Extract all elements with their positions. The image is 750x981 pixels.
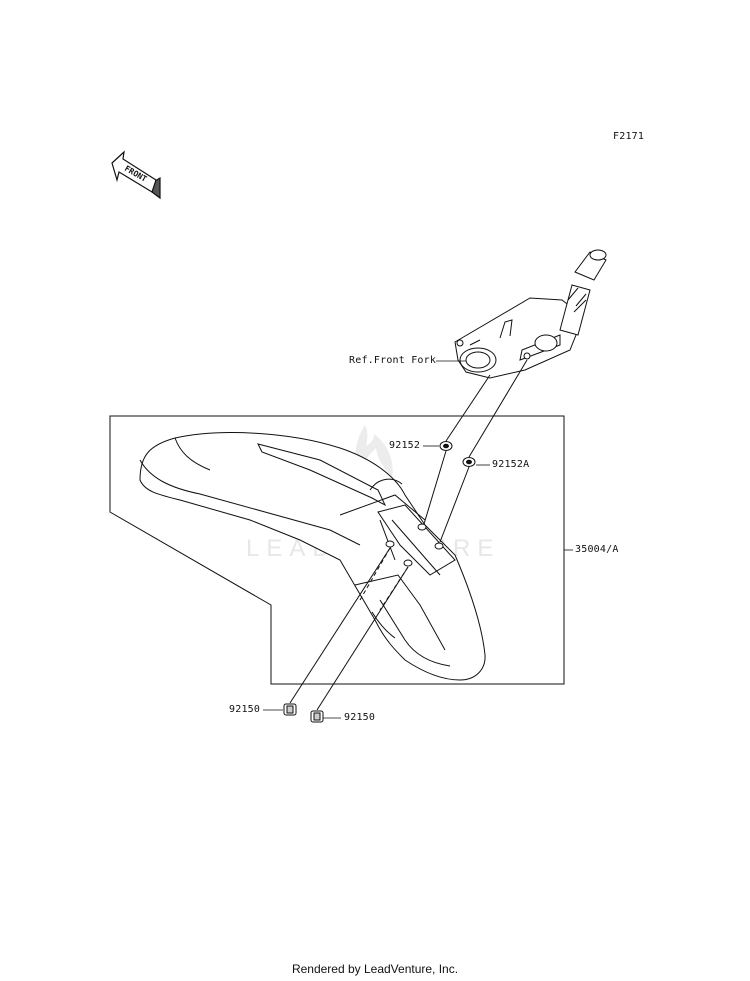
assembly-lines	[289, 359, 528, 711]
front-arrow-icon: FRONT	[111, 150, 161, 200]
callout-fender-assembly[interactable]: 35004/A	[575, 544, 619, 555]
diagram-code: F2171	[613, 131, 645, 142]
steering-stem-part	[454, 249, 607, 379]
callout-ref-front-fork[interactable]: Ref.Front Fork	[349, 355, 437, 366]
washer-92152A	[462, 457, 476, 467]
assembly-outline	[109, 415, 565, 685]
callout-washer-92152A[interactable]: 92152A	[492, 459, 530, 470]
bolt-92150-left	[283, 703, 297, 716]
footer-credit: Rendered by LeadVenture, Inc.	[291, 962, 459, 976]
front-fender-part	[139, 432, 486, 681]
callout-washer-92152[interactable]: 92152	[389, 440, 421, 451]
bolt-92150-right	[310, 710, 324, 723]
washer-92152	[439, 441, 453, 451]
leader-lines	[263, 360, 573, 719]
callout-bolt-92150-right[interactable]: 92150	[344, 712, 376, 723]
callout-bolt-92150-left[interactable]: 92150	[229, 704, 261, 715]
